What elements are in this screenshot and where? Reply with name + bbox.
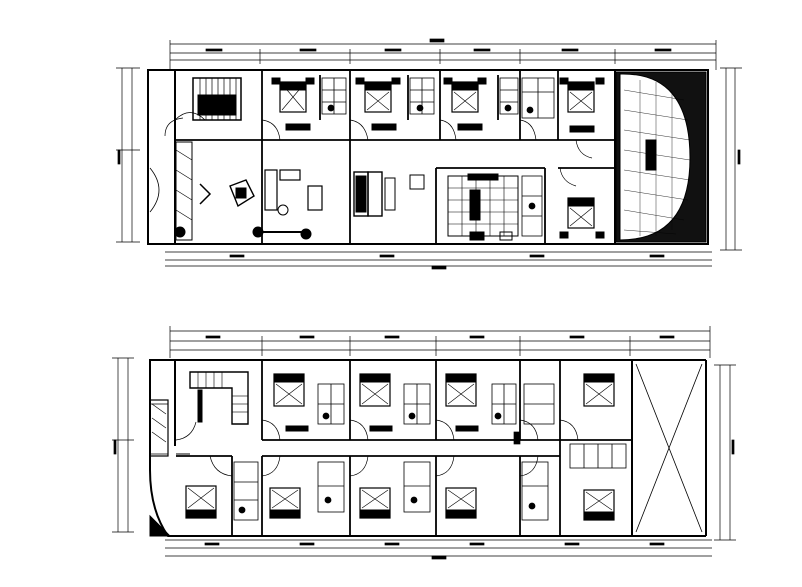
corner-hatch — [149, 403, 190, 537]
bedroom-s4 — [445, 487, 477, 519]
bedroom-5 — [559, 197, 605, 239]
sofa-set — [199, 169, 323, 216]
bedroom-n3 — [445, 373, 479, 432]
bedroom-2 — [355, 77, 401, 131]
bedroom-n2 — [359, 373, 393, 432]
outer-walls-2 — [149, 359, 707, 537]
right-dimension-lines-2 — [714, 364, 736, 541]
left-dimension-lines-2 — [112, 357, 134, 533]
bedroom-n4 — [583, 373, 615, 407]
garden — [615, 71, 707, 243]
living-area — [149, 141, 323, 241]
upper-bedrooms-south — [185, 485, 615, 521]
bottom-dimension-lines — [165, 251, 712, 270]
upper-bedrooms-north — [273, 373, 615, 432]
void — [635, 363, 703, 533]
ground-doors — [164, 117, 593, 187]
ground-bathrooms — [321, 77, 555, 237]
bedroom-4 — [559, 77, 605, 133]
bottom-dimension-lines-2 — [165, 539, 712, 560]
bedroom-3 — [443, 77, 487, 131]
bedroom-s1 — [185, 485, 217, 519]
right-dimension-lines — [720, 67, 742, 251]
kitchen — [447, 173, 519, 241]
top-dimension-lines — [169, 38, 717, 70]
dining-area — [353, 171, 425, 217]
bedroom-s5 — [583, 489, 615, 521]
upper-floor-plan — [112, 326, 736, 560]
bedroom-1 — [271, 77, 315, 131]
outer-walls — [147, 69, 709, 245]
upper-bathrooms — [233, 383, 627, 521]
bedroom-s3 — [359, 487, 391, 519]
corridor-walls — [176, 360, 632, 536]
upper-stair — [149, 371, 249, 457]
upper-doors — [175, 419, 579, 477]
ground-floor-plan — [116, 38, 742, 270]
left-dimension-lines — [116, 67, 140, 243]
entry-stair-column — [149, 141, 193, 241]
interior-walls — [175, 70, 615, 244]
bedroom-n1 — [273, 373, 309, 432]
ground-stair — [174, 77, 242, 121]
plants — [174, 226, 312, 240]
ground-bedrooms — [271, 77, 605, 239]
top-dimension-lines-2 — [169, 326, 711, 358]
bedroom-s2 — [269, 487, 301, 519]
